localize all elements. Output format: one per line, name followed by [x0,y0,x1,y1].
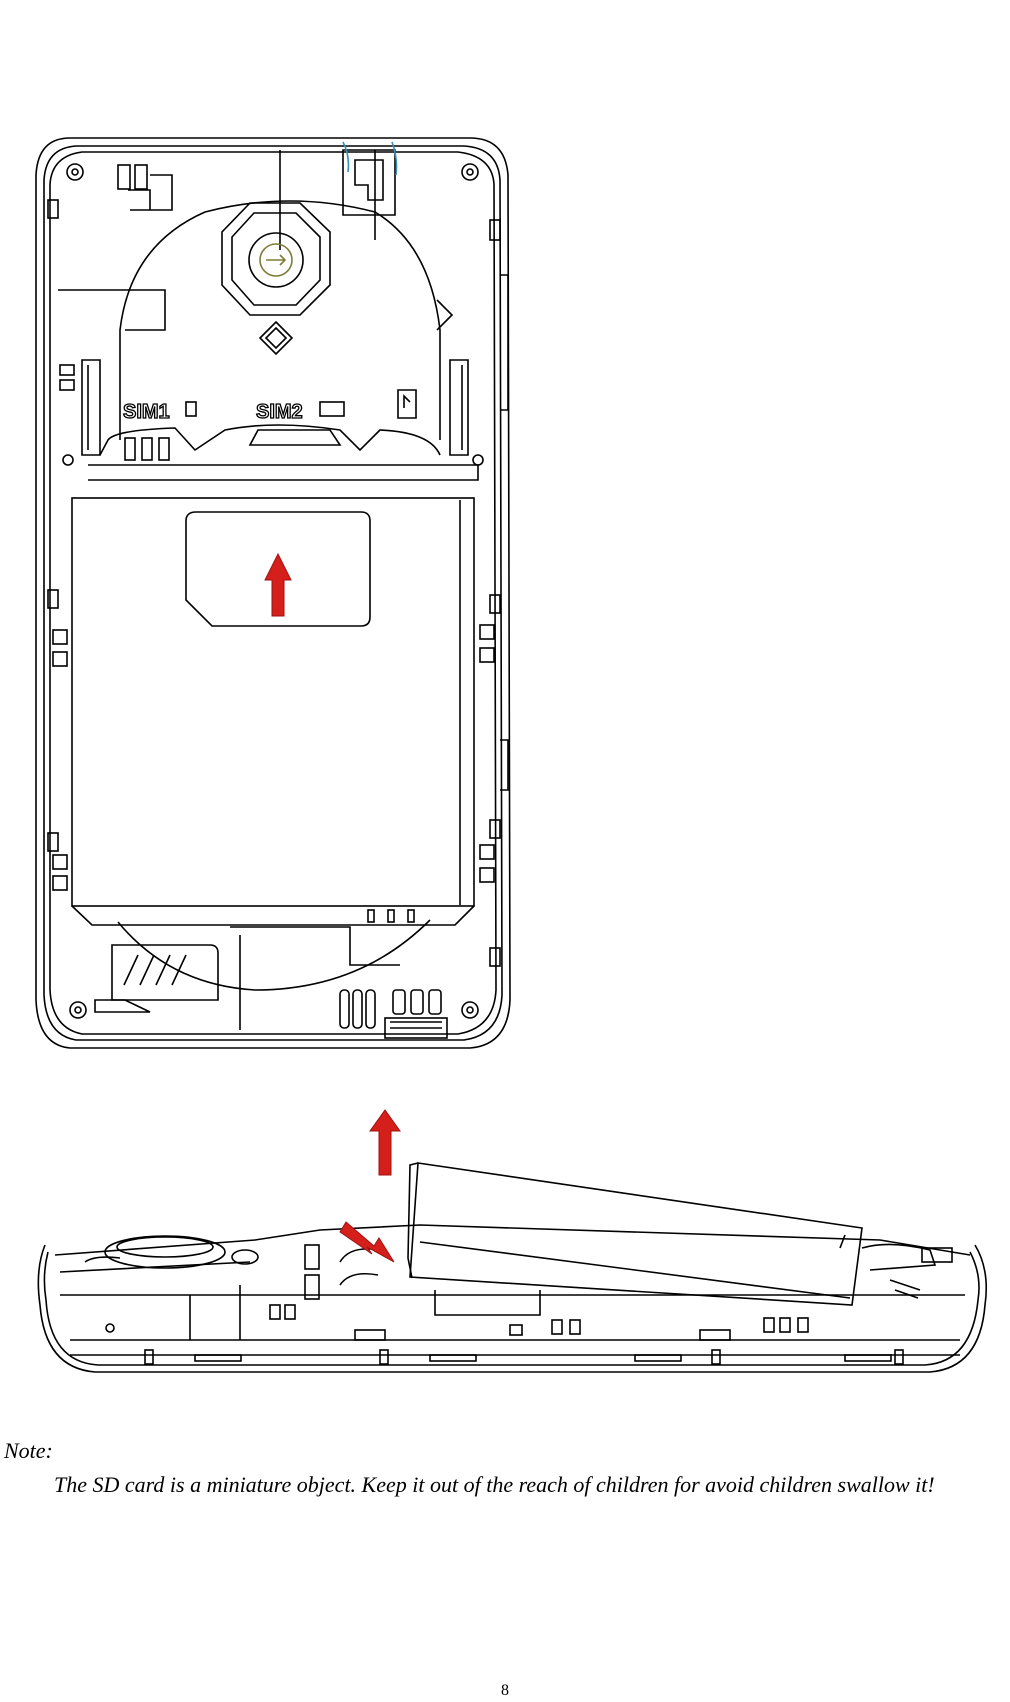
insert-arrow-top-view [264,552,292,617]
phone-side-view [37,1162,988,1373]
sim2-label: SIM2 [256,401,303,423]
page-number: 8 [501,1682,509,1699]
phone-top-view [35,137,511,1049]
note-label: Note: [4,1438,53,1463]
lift-arrow-side-view [369,1109,401,1176]
note-body: The SD card is a miniature object. Keep … [54,1472,935,1497]
phone-diagram: SIM1 SIM2 [35,137,988,1373]
push-arrow-side-view [339,1221,395,1263]
sim1-label: SIM1 [123,401,170,423]
